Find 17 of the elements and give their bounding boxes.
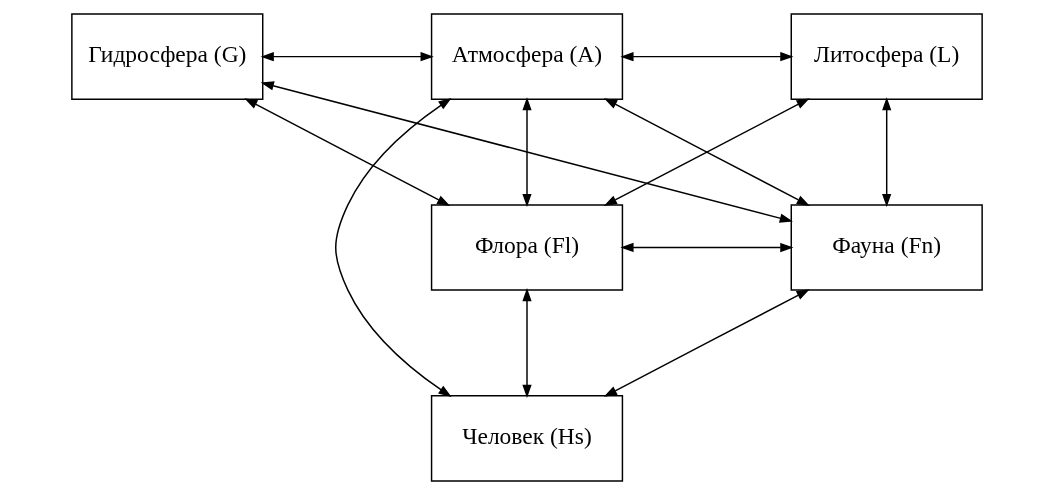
arrow — [620, 52, 794, 62]
arrow — [260, 52, 434, 62]
node-box: Фауна (Fn) — [790, 204, 983, 291]
arrow — [882, 97, 892, 208]
arrow — [603, 289, 810, 397]
arrow — [335, 98, 452, 397]
arrow — [620, 242, 794, 253]
arrow — [522, 97, 532, 208]
arrow — [260, 81, 793, 223]
arrow — [522, 288, 532, 398]
arrow — [603, 98, 810, 206]
node-box: Флора (Fl) — [430, 204, 624, 291]
node-box: Атмосфера (A) — [430, 13, 624, 100]
node-box: Литосфера (L) — [790, 13, 983, 100]
arrow — [244, 98, 451, 206]
node-box: Гидросфера (G) — [71, 13, 264, 100]
node-box: Человек (Hs) — [430, 395, 624, 482]
